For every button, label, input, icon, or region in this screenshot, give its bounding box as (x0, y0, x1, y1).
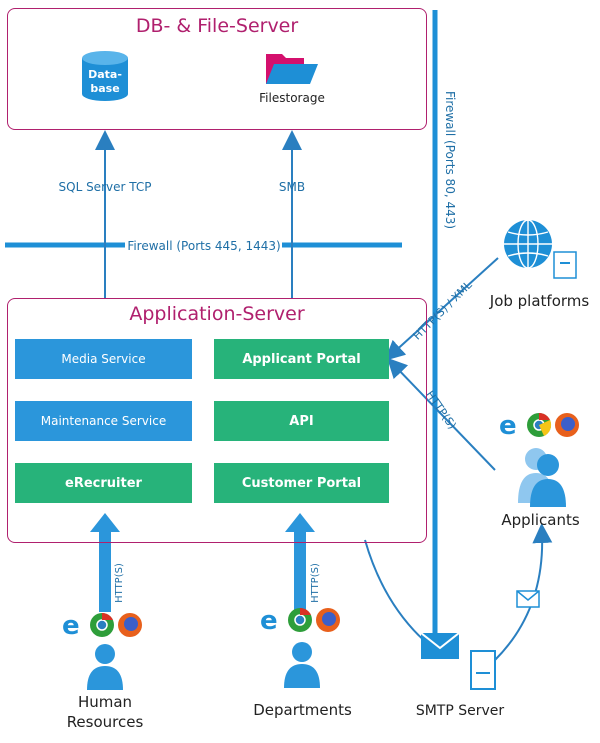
svg-text:e: e (499, 411, 517, 440)
https-departments-label: HTTP(S) (310, 563, 321, 603)
applicants-arrow (387, 357, 496, 471)
db-file-server-frame: DB- & File-Server (7, 8, 427, 130)
smb-label: SMB (279, 180, 305, 194)
svg-text:e: e (260, 606, 278, 635)
smtp-server-label: SMTP Server (415, 703, 505, 719)
applicant-portal-box: Applicant Portal (214, 339, 389, 379)
customer-portal-box: Customer Portal (214, 463, 389, 503)
db-file-server-title: DB- & File-Server (135, 15, 299, 37)
firewall-horizontal-label: Firewall (Ports 445, 1443) (127, 239, 280, 253)
envelope-icon (516, 590, 540, 608)
departments-user-icon (284, 642, 320, 688)
hr-arrow-head (90, 513, 120, 532)
globe-icon (504, 219, 577, 279)
applicants-label: Applicants (501, 511, 580, 529)
application-server-frame: Application-Server (7, 298, 427, 543)
hr-arrow-shaft (99, 530, 111, 612)
hr-user-icon (87, 644, 123, 690)
api-box: API (214, 401, 389, 441)
browser-icons-departments: e (260, 606, 340, 635)
smtp-server-icon (470, 650, 496, 690)
browser-icons: e (499, 411, 579, 440)
job-platforms-arrow (384, 257, 499, 361)
application-server-title: Application-Server (129, 303, 305, 325)
https-hr-label: HTTP(S) (114, 563, 125, 603)
departments-arrow-head (285, 513, 315, 532)
erecruiter-box: eRecruiter (15, 463, 192, 503)
media-service-box: Media Service (15, 339, 192, 379)
database-icon (82, 51, 128, 101)
browser-icons-hr: e (62, 611, 142, 640)
departments-label: Departments (253, 701, 352, 719)
job-platforms-label: Job platforms (489, 292, 590, 310)
sql-label: SQL Server TCP (59, 180, 152, 194)
folder-icon (266, 54, 318, 84)
firewall-vertical-label: Firewall (Ports 80, 443) (443, 91, 457, 229)
mail-icon (420, 632, 460, 659)
departments-arrow-shaft (294, 530, 306, 612)
https-applicants-label: HTTP(S) (423, 388, 459, 431)
users-icon (518, 448, 566, 507)
database-label: Data- base (88, 68, 122, 95)
human-resources-label: Human Resources (66, 693, 144, 731)
filestorage-label: Filestorage (259, 91, 325, 105)
svg-text:e: e (62, 611, 80, 640)
maintenance-service-box: Maintenance Service (15, 401, 192, 441)
